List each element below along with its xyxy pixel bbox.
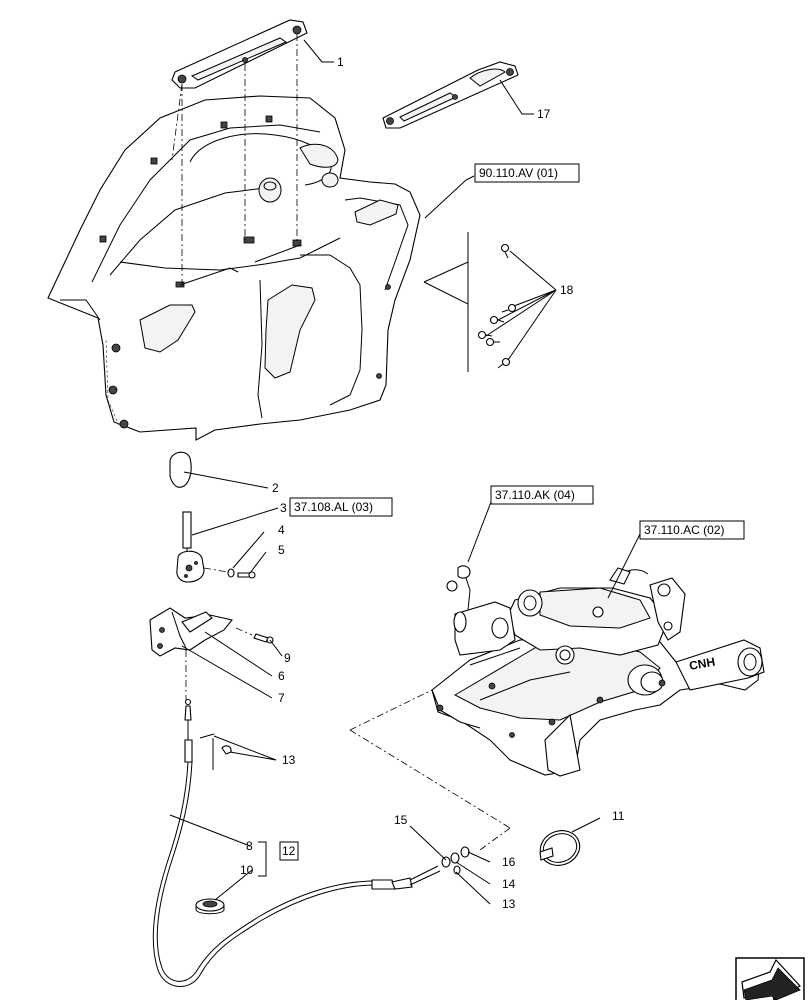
handle-plate-1: [171, 19, 308, 89]
callout-5: 5: [278, 543, 285, 557]
ref-box-37110ak[interactable]: 37.110.AK (04): [490, 485, 594, 505]
hydraulic-lift-assembly: CNH: [431, 565, 765, 777]
control-lever-3: [176, 511, 205, 583]
ref-box-90110av[interactable]: 90.110.AV (01): [474, 163, 580, 183]
next-page-arrow-icon[interactable]: [735, 957, 805, 1000]
callout-11: 11: [612, 809, 625, 823]
lift-casting-logo: CNH: [688, 655, 716, 673]
console-panel: [47, 95, 421, 441]
callout-10: 10: [240, 863, 254, 877]
clip-13-upper: [199, 733, 232, 770]
ref-label-37108al: 37.108.AL (03): [294, 500, 373, 514]
ref-box-37108al[interactable]: 37.108.AL (03): [289, 497, 393, 517]
callout-numbers: 1 17 18 2 3 4 5 9 6 7 13 8 10 15 16 14 1…: [240, 55, 625, 911]
washer-4: [227, 568, 235, 578]
lever-knob-2: [169, 451, 192, 488]
callout-15: 15: [394, 813, 408, 827]
callout-7: 7: [278, 691, 285, 705]
leader-lines: [169, 39, 641, 905]
callout-16: 16: [502, 855, 516, 869]
callout-8: 8: [246, 839, 253, 853]
control-cable-8: [152, 698, 441, 987]
callout-2: 2: [272, 481, 279, 495]
grommet-10: [195, 898, 225, 915]
nuts-14-15-16: [441, 846, 470, 875]
callout-13-upper: 13: [282, 753, 296, 767]
callout-1: 1: [337, 55, 344, 69]
callout-6: 6: [278, 669, 285, 683]
screw-group-18: [423, 232, 517, 372]
callout-14: 14: [502, 877, 516, 891]
callout-4: 4: [278, 523, 285, 537]
bracket-6-7: [149, 607, 233, 657]
ref-label-90110av: 90.110.AV (01): [479, 166, 558, 180]
screw-9: [253, 633, 274, 644]
ref-box-37110ac[interactable]: 37.110.AC (02): [639, 520, 745, 540]
callout-9: 9: [284, 651, 291, 665]
bolt-5: [237, 571, 256, 579]
hose-clamp-11: [539, 830, 581, 866]
handle-plate-17: [382, 61, 519, 129]
ref-label-37110ak: 37.110.AK (04): [495, 488, 575, 502]
callout-18: 18: [560, 283, 574, 297]
ref-label-12: 12: [282, 844, 296, 858]
callout-17: 17: [537, 107, 551, 121]
ref-label-37110ac: 37.110.AC (02): [644, 523, 725, 537]
callout-13-lower: 13: [502, 897, 516, 911]
callout-3: 3: [280, 501, 287, 515]
ref-box-12[interactable]: 12: [279, 841, 299, 861]
